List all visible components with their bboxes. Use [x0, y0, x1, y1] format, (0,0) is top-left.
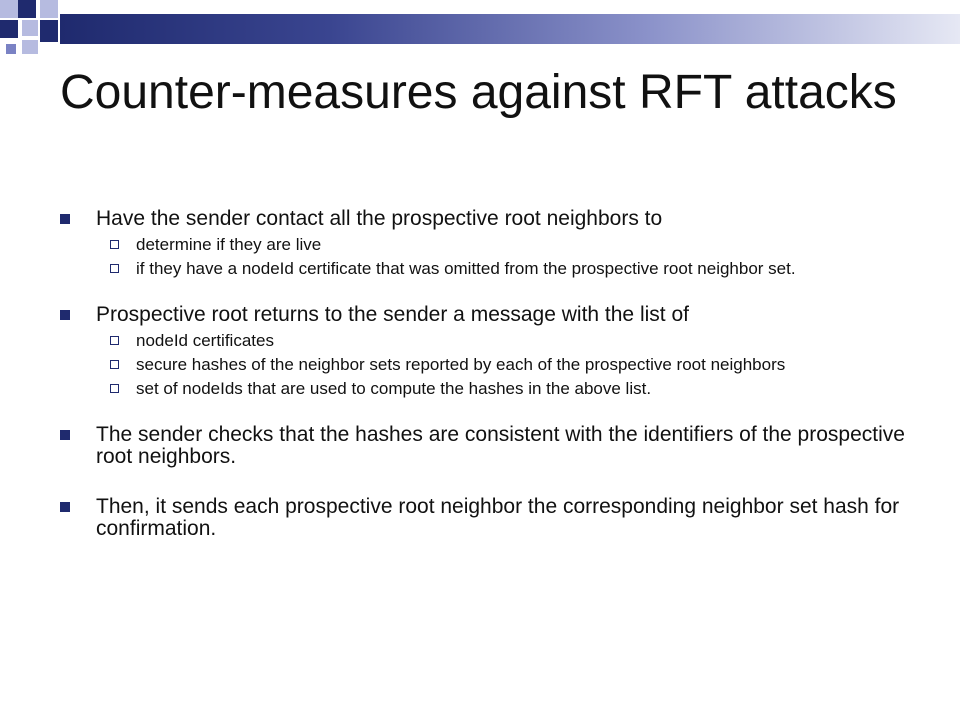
decor-square: [22, 20, 38, 36]
sub-bullet-text: set of nodeIds that are used to compute …: [136, 379, 652, 398]
decor-square: [18, 0, 36, 18]
sub-bullet-item: if they have a nodeId certificate that w…: [60, 260, 920, 278]
hollow-square-bullet-icon: [110, 360, 119, 369]
decor-square: [6, 44, 16, 54]
slide-title: Counter-measures against RFT attacks: [60, 66, 897, 119]
sub-bullet-item: determine if they are live: [60, 236, 920, 254]
sub-bullet-item: nodeId certificates: [60, 332, 920, 350]
slide-content: Have the sender contact all the prospect…: [60, 208, 920, 568]
sub-bullet-text: determine if they are live: [136, 235, 322, 254]
decor-square: [0, 20, 18, 38]
bullet-item: Prospective root returns to the sender a…: [60, 304, 920, 326]
bullet-group: Have the sender contact all the prospect…: [60, 208, 920, 278]
bullet-text: Then, it sends each prospective root nei…: [96, 495, 900, 540]
square-bullet-icon: [60, 502, 70, 512]
header-gradient-bar: [60, 14, 960, 44]
bullet-text: Prospective root returns to the sender a…: [96, 303, 689, 326]
bullet-item: The sender checks that the hashes are co…: [60, 424, 920, 468]
bullet-item: Then, it sends each prospective root nei…: [60, 496, 920, 540]
decor-square: [40, 0, 58, 18]
decor-square: [0, 0, 18, 18]
hollow-square-bullet-icon: [110, 240, 119, 249]
bullet-text: The sender checks that the hashes are co…: [96, 423, 905, 468]
bullet-item: Have the sender contact all the prospect…: [60, 208, 920, 230]
sub-bullet-text: nodeId certificates: [136, 331, 274, 350]
decor-square: [40, 20, 58, 42]
bullet-group: Prospective root returns to the sender a…: [60, 304, 920, 398]
sub-bullet-item: secure hashes of the neighbor sets repor…: [60, 356, 920, 374]
square-bullet-icon: [60, 310, 70, 320]
bullet-group: The sender checks that the hashes are co…: [60, 424, 920, 468]
decor-square: [22, 40, 38, 54]
sub-bullet-text: if they have a nodeId certificate that w…: [136, 259, 796, 278]
bullet-group: Then, it sends each prospective root nei…: [60, 496, 920, 540]
bullet-text: Have the sender contact all the prospect…: [96, 207, 663, 230]
hollow-square-bullet-icon: [110, 264, 119, 273]
hollow-square-bullet-icon: [110, 384, 119, 393]
square-bullet-icon: [60, 430, 70, 440]
hollow-square-bullet-icon: [110, 336, 119, 345]
square-bullet-icon: [60, 214, 70, 224]
sub-bullet-item: set of nodeIds that are used to compute …: [60, 380, 920, 398]
sub-bullet-text: secure hashes of the neighbor sets repor…: [136, 355, 786, 374]
